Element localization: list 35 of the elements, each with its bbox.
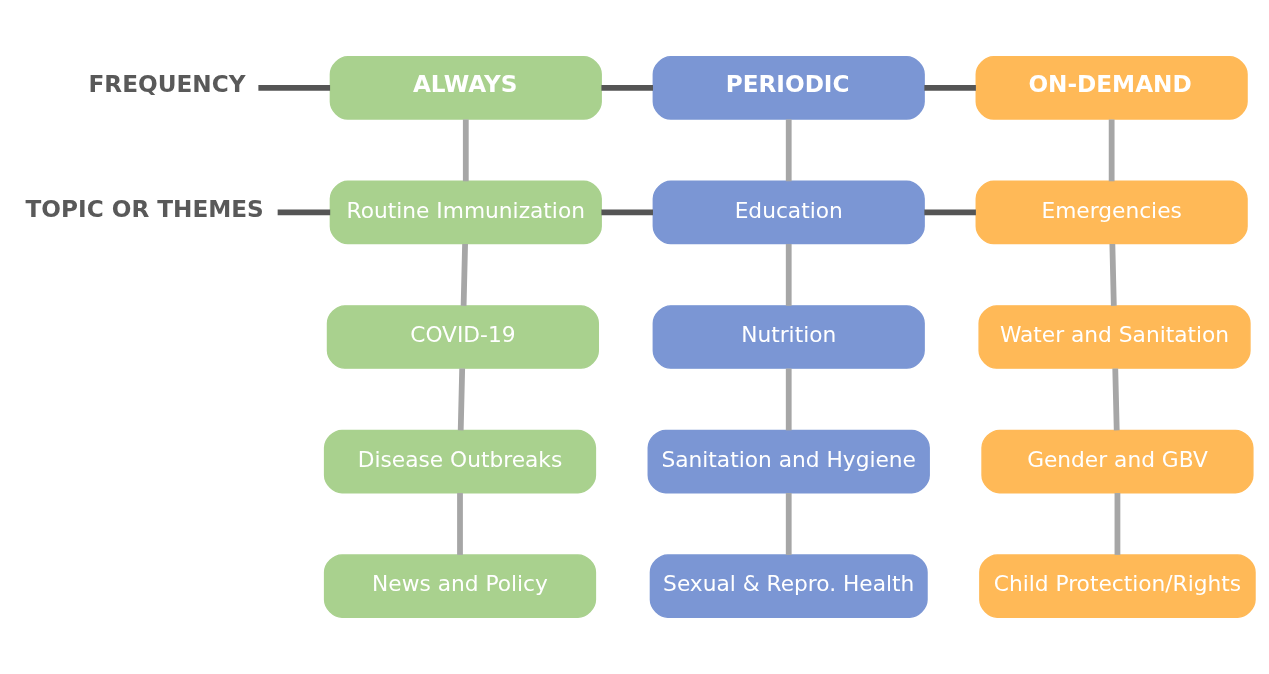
connector	[785, 368, 792, 431]
node-box: Sanitation and Hygiene	[647, 429, 930, 494]
node-box: Nutrition	[652, 305, 925, 369]
connector	[601, 209, 653, 216]
node-box: Child Protection/Rights	[979, 554, 1256, 618]
node-box: Disease Outbreaks	[323, 429, 597, 494]
node-box: ALWAYS	[329, 56, 602, 120]
connector	[785, 119, 792, 182]
connector	[457, 493, 463, 555]
connector	[457, 368, 466, 431]
node-box: ON-DEMAND	[975, 56, 1248, 120]
node-box: Gender and GBV	[981, 429, 1254, 494]
node-text: TOPIC OR THEMES	[25, 195, 264, 222]
connector	[1109, 243, 1117, 306]
connector	[460, 243, 468, 306]
node-box: COVID-19	[326, 305, 600, 369]
node-text: FREQUENCY	[88, 70, 246, 97]
node-box: News and Policy	[323, 554, 597, 618]
connector	[785, 243, 792, 306]
connector	[1112, 368, 1120, 431]
node-box: Routine Immunization	[329, 180, 602, 245]
node-box: Sexual & Repro. Health	[649, 554, 928, 618]
connector	[785, 493, 792, 555]
node-box: Emergencies	[975, 180, 1248, 245]
connector	[924, 209, 976, 216]
node-box: Education	[652, 180, 925, 245]
connector	[1108, 119, 1115, 182]
connector	[601, 85, 653, 91]
connector	[1114, 493, 1121, 555]
connector	[924, 85, 976, 91]
node-box: PERIODIC	[652, 56, 925, 120]
node-box: Water and Sanitation	[978, 305, 1251, 369]
connector	[277, 209, 331, 216]
connector	[258, 85, 331, 91]
connector	[462, 119, 469, 182]
